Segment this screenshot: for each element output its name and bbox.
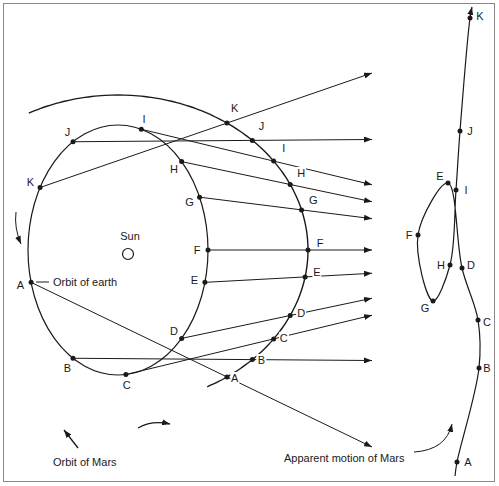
direction-arrow bbox=[16, 212, 21, 244]
position-dot bbox=[431, 299, 436, 304]
position-letter: B bbox=[482, 362, 491, 374]
sight-line bbox=[200, 197, 372, 218]
position-dot bbox=[288, 182, 293, 187]
position-letter: A bbox=[16, 279, 25, 291]
position-dot bbox=[448, 263, 453, 268]
position-letter: G bbox=[184, 196, 195, 208]
position-dot bbox=[454, 188, 459, 193]
position-dot bbox=[197, 195, 202, 200]
sight-line bbox=[182, 162, 372, 202]
position-letter: D bbox=[296, 307, 306, 319]
position-dot bbox=[477, 366, 482, 371]
sight-line bbox=[182, 298, 372, 338]
position-dot bbox=[179, 336, 184, 341]
orbit-label: Orbit of Mars bbox=[52, 456, 118, 468]
sight-line bbox=[205, 273, 372, 282]
position-letter: A bbox=[230, 372, 239, 384]
position-letter: G bbox=[308, 194, 319, 206]
earth-orbit bbox=[28, 125, 208, 375]
position-dot bbox=[38, 185, 43, 190]
position-letter: K bbox=[26, 176, 35, 188]
position-letter: B bbox=[63, 362, 72, 374]
position-letter: C bbox=[279, 332, 289, 344]
position-letter: E bbox=[312, 266, 321, 278]
orbit-label: Orbit of earth bbox=[52, 276, 118, 288]
sun-label: Sun bbox=[119, 230, 141, 242]
position-dot bbox=[468, 16, 473, 21]
sight-line bbox=[40, 73, 372, 187]
position-letter: F bbox=[316, 237, 325, 249]
sight-line bbox=[73, 358, 372, 360]
position-letter: D bbox=[466, 259, 476, 271]
position-letter: G bbox=[420, 302, 431, 314]
position-letter: F bbox=[405, 229, 414, 241]
position-dot bbox=[416, 233, 421, 238]
position-letter: I bbox=[463, 184, 468, 196]
position-dot bbox=[460, 266, 465, 271]
position-letter: J bbox=[466, 125, 474, 137]
position-dot bbox=[288, 313, 293, 318]
mars-orbit bbox=[29, 95, 308, 387]
position-dot bbox=[224, 374, 229, 379]
position-dot bbox=[206, 248, 211, 253]
position-letter: H bbox=[296, 167, 306, 179]
position-dot bbox=[271, 336, 276, 341]
position-dot bbox=[202, 280, 207, 285]
position-dot bbox=[446, 181, 451, 186]
position-letter: E bbox=[435, 170, 444, 182]
position-dot bbox=[250, 138, 255, 143]
position-dot bbox=[224, 121, 229, 126]
position-letter: H bbox=[436, 259, 446, 271]
position-dot bbox=[271, 159, 276, 164]
direction-arrow bbox=[138, 423, 170, 428]
position-letter: A bbox=[463, 456, 472, 468]
position-letter: H bbox=[169, 163, 179, 175]
position-dot bbox=[71, 139, 76, 144]
sight-line bbox=[73, 139, 372, 141]
sight-line bbox=[31, 282, 372, 447]
position-dot bbox=[71, 356, 76, 361]
position-letter: C bbox=[122, 379, 132, 391]
position-dot bbox=[299, 207, 304, 212]
position-letter: J bbox=[64, 126, 72, 138]
position-dot bbox=[139, 127, 144, 132]
position-dot bbox=[476, 318, 481, 323]
position-dot bbox=[303, 274, 308, 279]
position-letter: D bbox=[169, 325, 179, 337]
position-dot bbox=[306, 248, 311, 253]
position-letter: C bbox=[482, 316, 492, 328]
apparent-path bbox=[418, 7, 481, 476]
caption-label: Apparent motion of Mars bbox=[283, 452, 405, 464]
pointer-arrow bbox=[414, 424, 452, 452]
position-letter: B bbox=[257, 354, 266, 366]
position-letter: E bbox=[190, 273, 199, 285]
position-letter: K bbox=[475, 10, 484, 22]
pointer-arrow bbox=[64, 430, 78, 448]
position-letter: I bbox=[142, 113, 147, 125]
leader-line bbox=[36, 282, 49, 283]
position-dot bbox=[250, 357, 255, 362]
position-dot bbox=[458, 129, 463, 134]
position-letter: K bbox=[230, 102, 239, 114]
position-dot bbox=[179, 159, 184, 164]
sight-line bbox=[208, 250, 372, 251]
position-dot bbox=[123, 372, 128, 377]
position-letter: I bbox=[281, 142, 286, 154]
position-dot bbox=[29, 280, 34, 285]
sight-line bbox=[141, 129, 372, 184]
sun-symbol bbox=[123, 249, 134, 260]
position-letter: J bbox=[258, 120, 266, 132]
position-dot bbox=[455, 460, 460, 465]
position-letter: F bbox=[193, 244, 202, 256]
frame bbox=[4, 4, 495, 482]
